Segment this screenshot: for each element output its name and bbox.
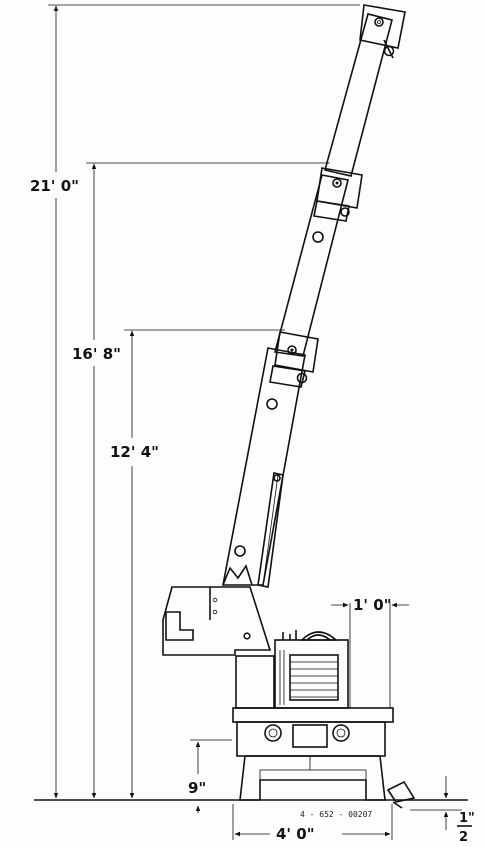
base-height-dimension: 9" xyxy=(188,739,232,813)
height-dimension-16ft: 16' 8" xyxy=(72,162,330,799)
boom-pivot xyxy=(222,545,253,586)
chassis xyxy=(232,707,416,809)
boom-lower-collar xyxy=(266,331,319,410)
boom-mid-collar xyxy=(312,167,363,243)
boom-base-section xyxy=(222,347,306,586)
boom xyxy=(222,4,406,588)
dimension-label-21ft: 21' 0" xyxy=(30,177,79,195)
dimension-label-width: 4' 0" xyxy=(276,825,315,843)
dimension-label-base-height: 9" xyxy=(188,779,206,797)
width-dimension: 4' 0" xyxy=(232,804,393,843)
dimension-label-clearance-numerator: 1" xyxy=(459,811,475,826)
dimension-label-overhang: 1' 0" xyxy=(353,596,392,614)
height-dimension-12ft: 12' 4" xyxy=(110,329,285,799)
overhang-dimension: 1' 0" xyxy=(331,596,409,708)
boom-top-head xyxy=(359,4,406,59)
boom-top-section xyxy=(324,13,393,177)
dimension-label-12ft: 12' 4" xyxy=(110,443,159,461)
drawing-number: 4 - 652 - 00207 xyxy=(300,810,372,819)
clearance-dimension: 1" 2 xyxy=(410,776,475,845)
dimension-label-clearance-denominator: 2 xyxy=(459,830,468,845)
engine-compartment xyxy=(235,630,349,709)
lift-cylinder xyxy=(257,472,284,588)
height-dimension-21ft: 21' 0" xyxy=(30,4,360,799)
dimension-label-16ft: 16' 8" xyxy=(72,345,121,363)
boom-mid-section xyxy=(273,174,349,357)
crane-cab xyxy=(162,586,272,656)
